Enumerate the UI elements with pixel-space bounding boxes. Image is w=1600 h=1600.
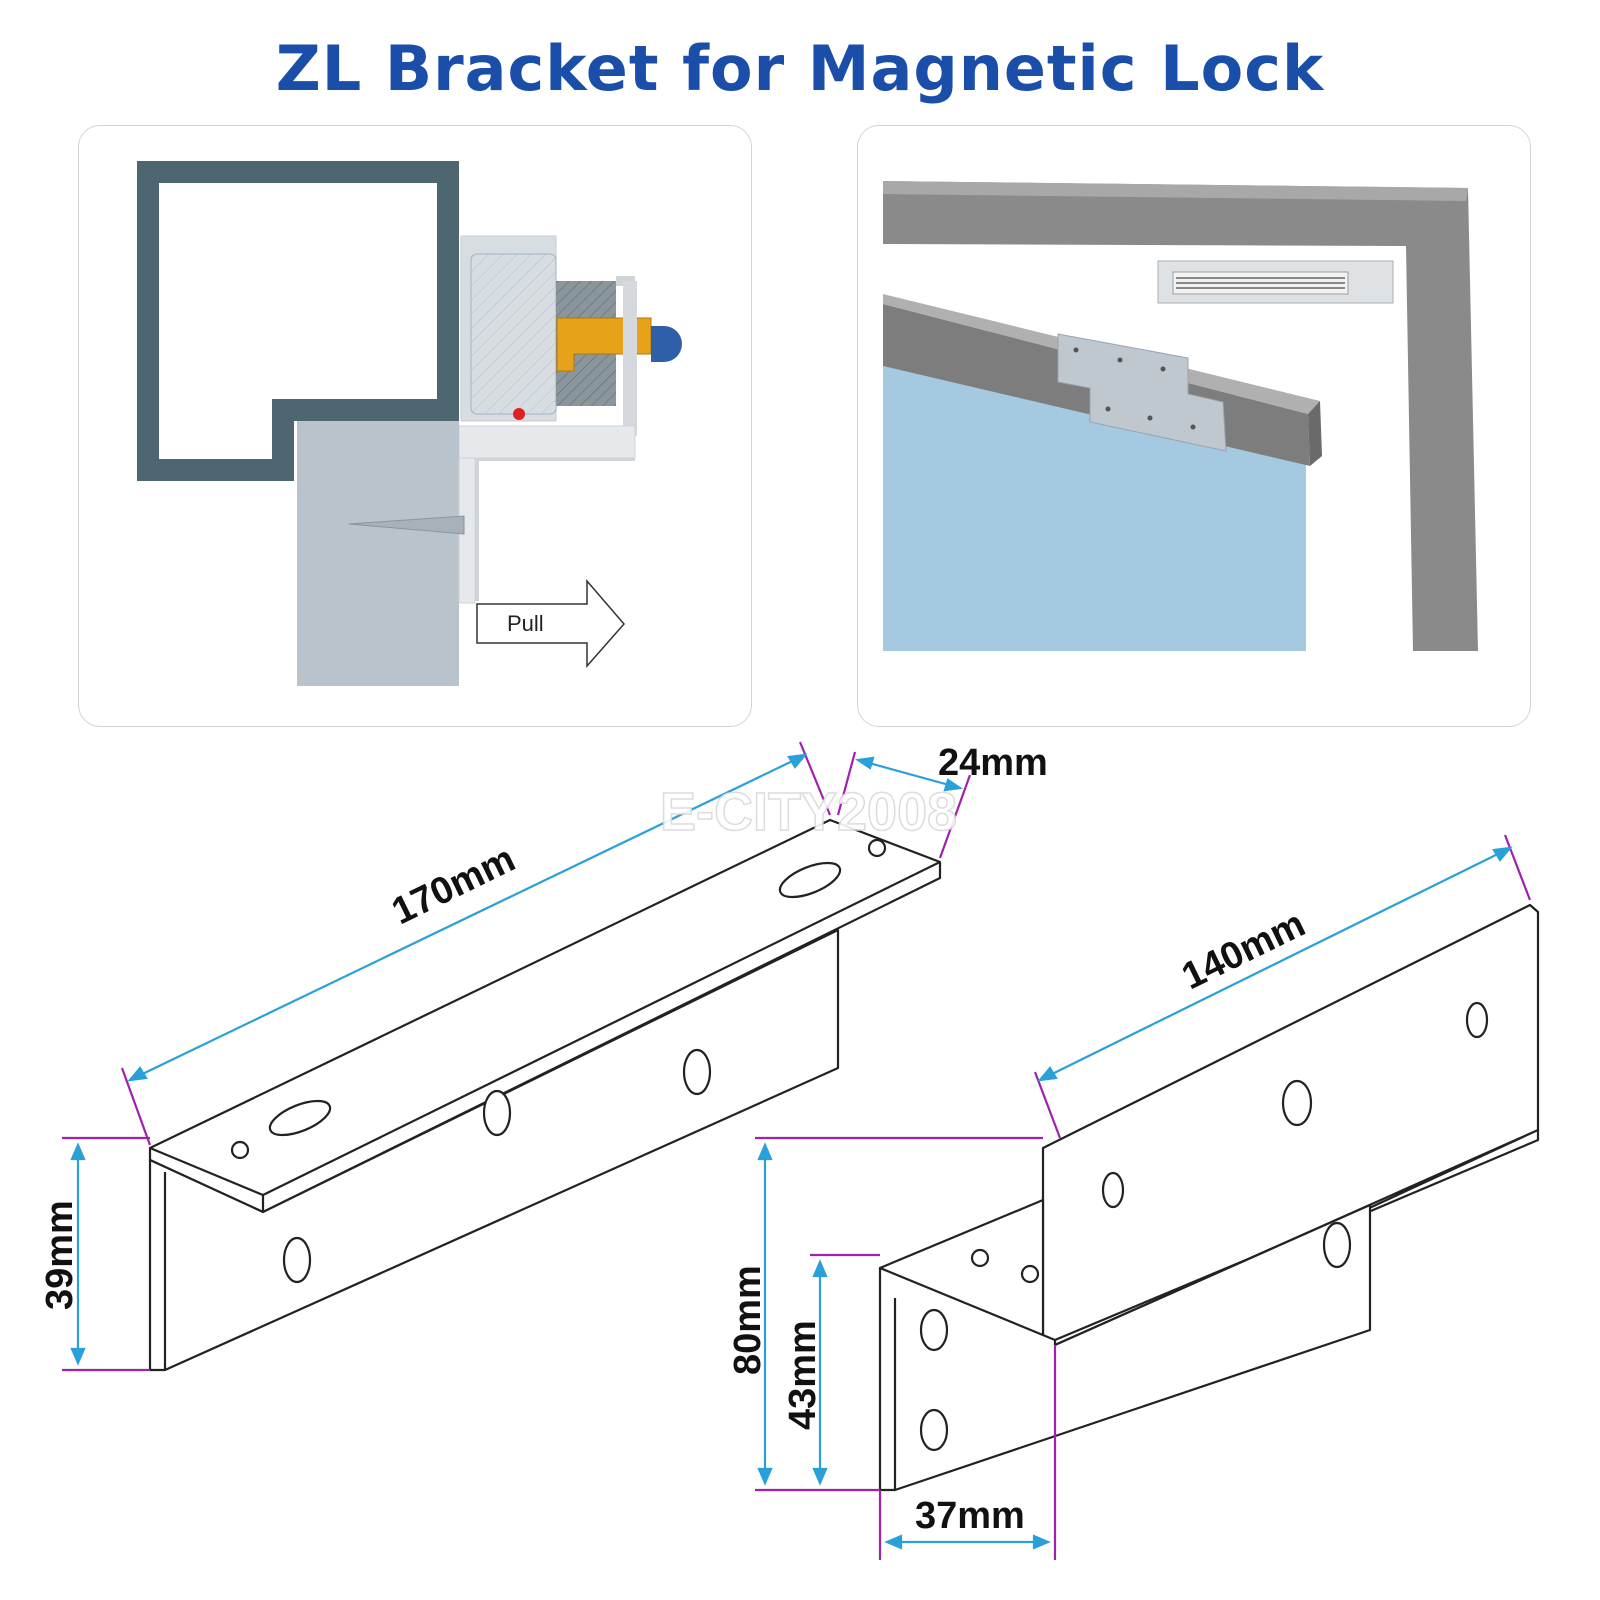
l-bracket-hole [1465,1001,1489,1039]
dim-label-l-inner-height: 43mm [782,1320,824,1430]
bracket-screw [1160,366,1166,372]
z-bracket-hole [230,1140,250,1160]
l-bracket-base [879,1128,1540,1347]
z-bracket-hole [482,1089,512,1137]
cross-section-panel: Pull [78,125,752,727]
dim-line-140 [1039,847,1511,1081]
z-bracket-slot [778,861,842,899]
bracket-screw [1190,424,1196,430]
door-leaf [297,421,459,686]
indicator-led [513,408,525,420]
z-bracket-top-edge [149,861,941,1212]
l-bracket-base-top [878,1198,1057,1347]
l-bracket-hole [1020,1264,1040,1284]
pull-arrow [476,578,625,668]
bracket-screw [1073,347,1079,353]
pull-label: Pull [507,611,544,636]
l-bracket-hole [1281,1079,1313,1127]
dim-label-z-width: 24mm [938,742,1048,784]
dim-line-170 [129,754,806,1081]
door-frame-profile [137,161,459,481]
bracket-base [458,425,636,459]
l-bracket-front-plate [878,1203,1372,1492]
door-frame [883,181,1478,651]
z-bracket-hole [282,1236,312,1284]
watermark: E-CITY2008 [660,782,957,842]
door-side-edge [1308,401,1322,466]
installation-view-panel [857,125,1531,727]
dim-label-z-length: 170mm [386,838,522,933]
cross-section-diagram: Pull [137,161,682,686]
l-bracket-hole [1322,1221,1352,1269]
z-bracket-hole [682,1048,712,1096]
dim-label-z-height: 39mm [39,1200,81,1310]
bracket-screw [1147,415,1153,421]
door-frame-highlight [883,181,1468,201]
l-bracket-hole [1101,1171,1125,1209]
bolt-cap [651,326,682,362]
l-bracket-hole [919,1408,949,1452]
installation-view [883,181,1478,651]
l-bracket-hole [919,1308,949,1352]
screw [348,515,465,535]
page-title: ZL Bracket for Magnetic Lock [275,32,1325,105]
dim-label-l-height: 80mm [727,1265,769,1375]
l-bracket-hole [970,1248,990,1268]
l-bracket-drawing [878,903,1540,1492]
zl-bracket-installed [1057,333,1227,452]
z-bracket-hole [867,838,887,858]
dimension-lines [70,753,1513,1550]
dim-label-l-length: 140mm [1176,903,1312,998]
z-bracket-drawing [148,818,942,1372]
z-bracket-top-plate [148,818,942,1214]
bracket-screw [1117,357,1123,363]
magnet-core [470,253,557,415]
z-bracket-web [148,928,840,1372]
bracket-screw [1105,406,1111,412]
dim-line-24 [857,758,961,790]
dim-label-l-depth: 37mm [915,1495,1025,1537]
z-bracket-slot [268,1099,332,1137]
extension-lines [62,741,1532,1560]
l-bracket-back-plate [1041,903,1540,1347]
